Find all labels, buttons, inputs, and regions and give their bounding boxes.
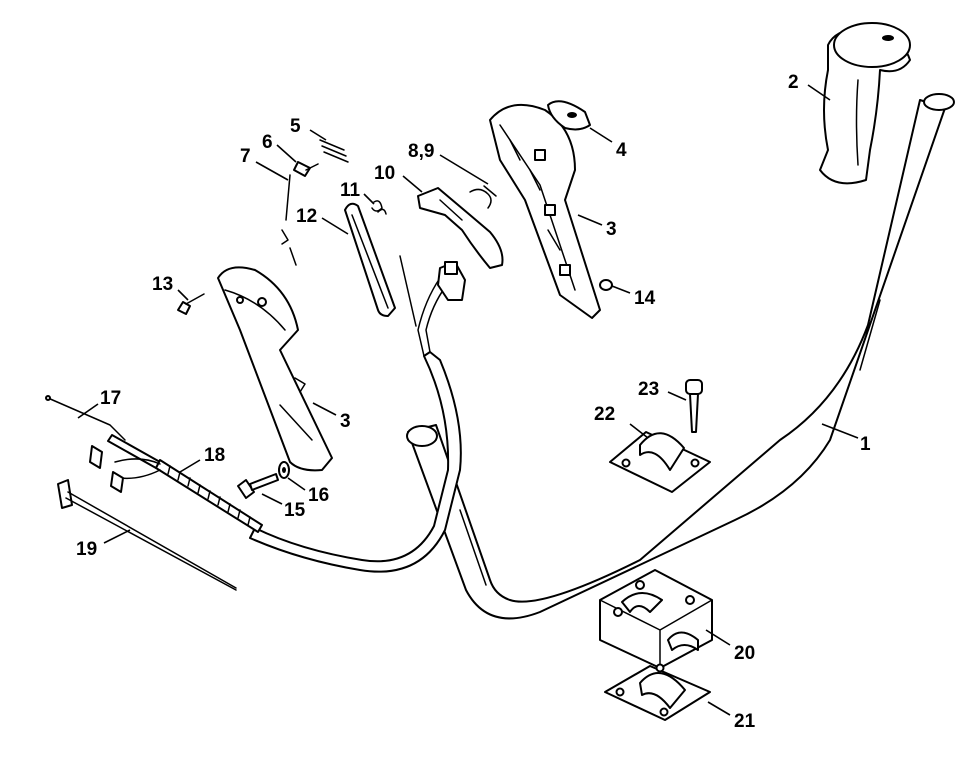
- callout-21: 21: [734, 711, 756, 732]
- part-14-nut[interactable]: [599, 279, 613, 291]
- part-3-handle-housing-right[interactable]: [489, 103, 601, 319]
- part-10-trigger[interactable]: [417, 187, 504, 269]
- part-6-screw[interactable]: [293, 161, 319, 177]
- callout-2: 2: [788, 72, 799, 93]
- part-20-clamp-housing[interactable]: [599, 569, 713, 669]
- callout-10: 10: [374, 163, 395, 184]
- part-1-handlebar-tube[interactable]: [406, 93, 955, 620]
- callout-6: 6: [262, 132, 273, 153]
- callout-1: 1: [860, 434, 871, 455]
- callout-5: 5: [290, 116, 301, 137]
- callout-12: 12: [296, 206, 317, 227]
- part-12-throttle-lever[interactable]: [344, 202, 396, 317]
- callout-14: 14: [634, 288, 656, 309]
- switch-connector: [437, 261, 466, 301]
- part-5-spring[interactable]: [319, 139, 349, 163]
- callout-13: 13: [152, 274, 173, 295]
- callout-3-right: 3: [606, 219, 617, 240]
- callout-16: 16: [308, 485, 329, 506]
- callout-22: 22: [594, 404, 615, 425]
- callout-8-9: 8,9: [408, 141, 434, 162]
- callout-7: 7: [240, 146, 251, 167]
- callout-20: 20: [734, 643, 755, 664]
- callout-11: 11: [340, 180, 361, 201]
- callout-labels: 1 2 3 3 4 5 6 7 8,9 10 11 12 13 14 15 16…: [76, 72, 871, 732]
- part-11-spring[interactable]: [371, 200, 387, 215]
- part-23-screw[interactable]: [685, 379, 703, 433]
- part-4-lock-button[interactable]: [547, 100, 591, 131]
- part-3-handle-housing-left[interactable]: [217, 266, 333, 472]
- part-16-washer[interactable]: [278, 461, 290, 479]
- part-7-torsion-spring[interactable]: [281, 174, 297, 266]
- callout-18: 18: [204, 445, 225, 466]
- part-18-cable-harness[interactable]: [89, 445, 263, 533]
- part-22-clamp-shell[interactable]: [609, 431, 711, 493]
- part-2-grip[interactable]: [819, 22, 911, 185]
- callout-4: 4: [616, 140, 627, 161]
- callout-15: 15: [284, 500, 306, 521]
- part-8-9-spring[interactable]: [469, 185, 497, 209]
- callout-17: 17: [100, 388, 121, 409]
- part-15-bolt[interactable]: [237, 473, 279, 499]
- part-13-screw[interactable]: [177, 293, 205, 315]
- leader-lines: [77, 84, 859, 716]
- callout-19: 19: [76, 539, 97, 560]
- callout-3-left: 3: [340, 411, 351, 432]
- part-21-clamp-shell[interactable]: [604, 663, 711, 721]
- callout-23: 23: [638, 379, 659, 400]
- part-19-cable-tie[interactable]: [57, 479, 237, 591]
